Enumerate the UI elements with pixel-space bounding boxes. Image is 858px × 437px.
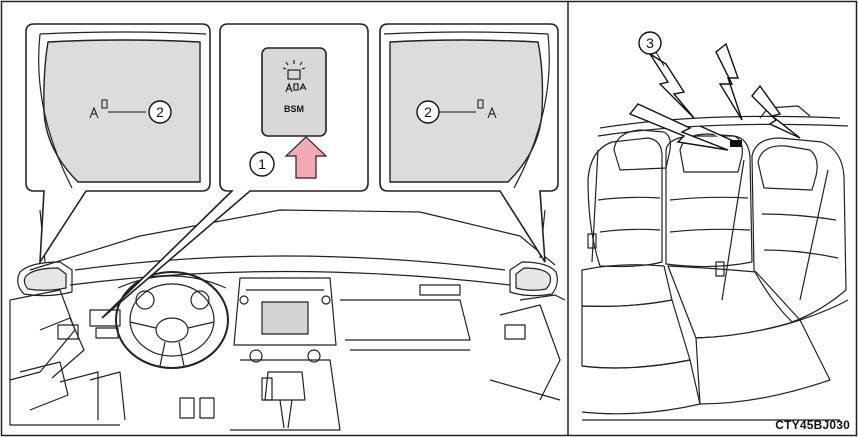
speaker-location-marker xyxy=(730,140,742,147)
left-mirror-callout: 2 xyxy=(26,24,210,262)
right-mirror-glass xyxy=(390,40,543,182)
warning-buzzer-icon xyxy=(630,44,800,150)
rear-seat-illustration xyxy=(582,106,848,420)
callout-2-left-number: 2 xyxy=(156,104,164,120)
left-mirror-glass xyxy=(44,40,200,182)
dashboard-illustration xyxy=(10,210,565,430)
bsm-switch-label: BSM xyxy=(284,104,304,114)
figure-code: CTY45BJ030 xyxy=(775,418,850,432)
callout-1-number: 1 xyxy=(258,156,266,172)
callout-3-number: 3 xyxy=(646,35,654,51)
right-mirror-callout: 2 xyxy=(380,24,558,262)
callout-2-right-number: 2 xyxy=(424,104,432,120)
